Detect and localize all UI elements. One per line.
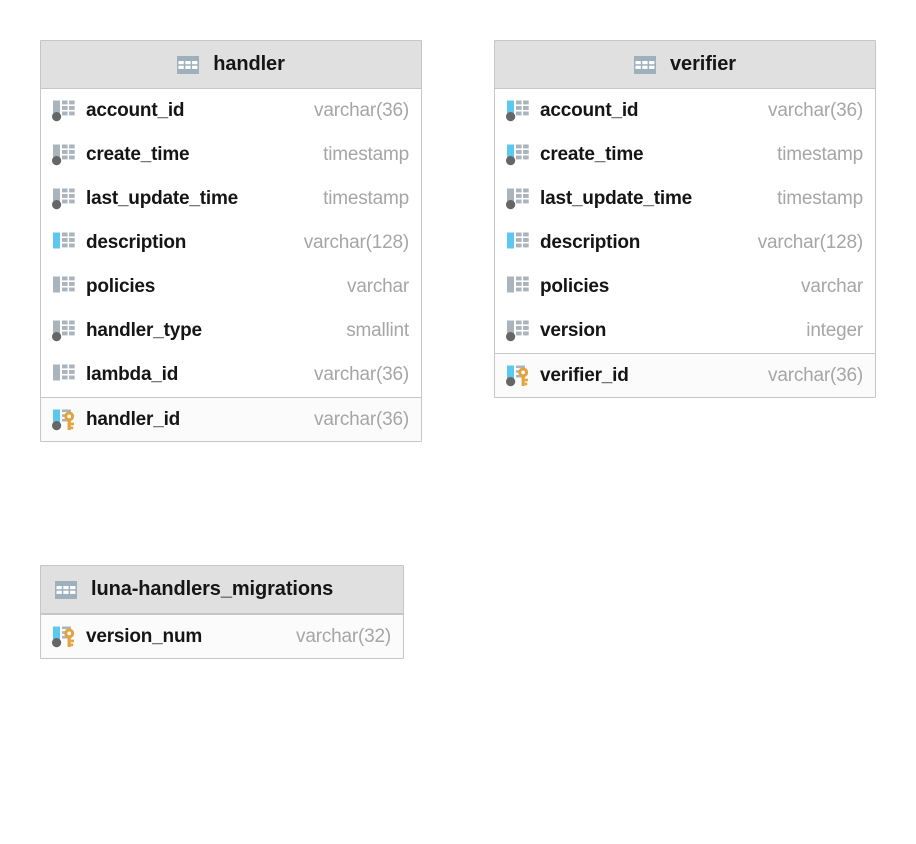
column-list: account_id varchar(36) create_time timestam…	[41, 89, 421, 441]
column-row[interactable]: account_id varchar(36)	[41, 89, 421, 133]
not-null-dot	[506, 200, 516, 210]
primary-key-icon	[52, 626, 75, 647]
column-type: varchar	[801, 276, 863, 297]
table-grid-icon	[177, 55, 200, 74]
not-null-dot	[52, 112, 62, 122]
column-type: smallint	[346, 320, 409, 341]
column-row[interactable]: description varchar(128)	[495, 221, 875, 265]
table-card-verifier[interactable]: verifier account_id varchar(36) create_time…	[494, 40, 876, 398]
column-icon	[52, 144, 75, 166]
column-type: varchar(36)	[768, 100, 863, 121]
column-row-primary-key[interactable]: version_num varchar(32)	[41, 614, 403, 658]
column-icon	[52, 100, 75, 122]
table-name: luna-handlers_migrations	[91, 578, 334, 600]
column-icon	[53, 364, 75, 381]
column-row[interactable]: last_update_time timestamp	[41, 177, 421, 221]
not-null-dot	[52, 200, 62, 210]
primary-key-icon	[52, 409, 75, 430]
column-icon	[52, 320, 75, 342]
column-type: timestamp	[323, 188, 409, 209]
column-type: varchar(36)	[314, 408, 409, 430]
column-row[interactable]: last_update_time timestamp	[495, 177, 875, 221]
table-name: handler	[213, 53, 285, 75]
column-type: varchar(36)	[314, 364, 409, 385]
column-list: account_id varchar(36) create_time timestam…	[495, 89, 875, 397]
column-name: last_update_time	[86, 188, 239, 209]
table-name: verifier	[670, 53, 736, 75]
column-row[interactable]: description varchar(128)	[41, 221, 421, 265]
table-card-luna-handlers_migrations[interactable]: luna-handlers_migrations version_num varch…	[40, 565, 404, 659]
column-type: integer	[806, 320, 863, 341]
key-glyph	[64, 411, 75, 430]
column-name: lambda_id	[86, 364, 179, 385]
column-icon	[506, 320, 529, 342]
not-null-dot	[506, 332, 516, 342]
column-type: timestamp	[777, 188, 863, 209]
column-row-primary-key[interactable]: handler_id varchar(36)	[41, 397, 421, 441]
column-type: varchar(128)	[757, 232, 864, 253]
column-row[interactable]: lambda_id varchar(36)	[41, 353, 421, 397]
table-grid-icon	[55, 580, 77, 599]
column-name: account_id	[540, 100, 639, 121]
not-null-dot	[506, 112, 516, 122]
column-name: handler_id	[86, 408, 181, 430]
not-null-dot	[52, 332, 62, 342]
column-row[interactable]: create_time timestamp	[41, 133, 421, 177]
column-row[interactable]: version integer	[495, 309, 875, 353]
key-glyph	[518, 367, 529, 386]
column-icon	[53, 232, 75, 249]
column-type: varchar	[347, 276, 409, 297]
column-icon	[507, 232, 529, 249]
column-name: handler_type	[86, 320, 202, 341]
column-type: varchar(36)	[314, 100, 409, 121]
not-null-dot	[506, 376, 516, 386]
column-name: create_time	[86, 144, 190, 165]
column-type: varchar(32)	[296, 625, 391, 647]
not-null-dot	[506, 156, 516, 166]
column-name: version	[540, 320, 607, 341]
column-row[interactable]: account_id varchar(36)	[495, 89, 875, 133]
table-grid-icon	[634, 55, 657, 74]
table-header[interactable]: handler	[41, 41, 421, 89]
column-row[interactable]: create_time timestamp	[495, 133, 875, 177]
table-header[interactable]: luna-handlers_migrations	[41, 566, 403, 614]
column-icon	[506, 144, 529, 166]
column-icon	[506, 100, 529, 122]
not-null-dot	[52, 420, 62, 430]
column-type: timestamp	[323, 144, 409, 165]
column-icon	[507, 276, 529, 293]
column-row[interactable]: handler_type smallint	[41, 309, 421, 353]
column-list: version_num varchar(32)	[41, 614, 403, 658]
not-null-dot	[52, 637, 62, 647]
table-header[interactable]: verifier	[495, 41, 875, 89]
column-row-primary-key[interactable]: verifier_id varchar(36)	[495, 353, 875, 397]
column-row[interactable]: policies varchar	[495, 265, 875, 309]
column-name: account_id	[86, 100, 185, 121]
column-icon	[52, 188, 75, 210]
key-glyph	[64, 628, 75, 647]
column-name: version_num	[86, 625, 203, 647]
column-name: create_time	[540, 144, 644, 165]
column-name: policies	[540, 276, 610, 297]
column-icon	[53, 276, 75, 293]
column-type: timestamp	[777, 144, 863, 165]
column-name: verifier_id	[540, 364, 629, 386]
column-row[interactable]: policies varchar	[41, 265, 421, 309]
column-icon	[506, 188, 529, 210]
column-name: last_update_time	[540, 188, 693, 209]
column-name: description	[86, 232, 187, 253]
primary-key-icon	[506, 365, 529, 386]
column-type: varchar(36)	[768, 364, 863, 386]
column-name: description	[540, 232, 641, 253]
column-name: policies	[86, 276, 156, 297]
column-type: varchar(128)	[303, 232, 410, 253]
not-null-dot	[52, 156, 62, 166]
